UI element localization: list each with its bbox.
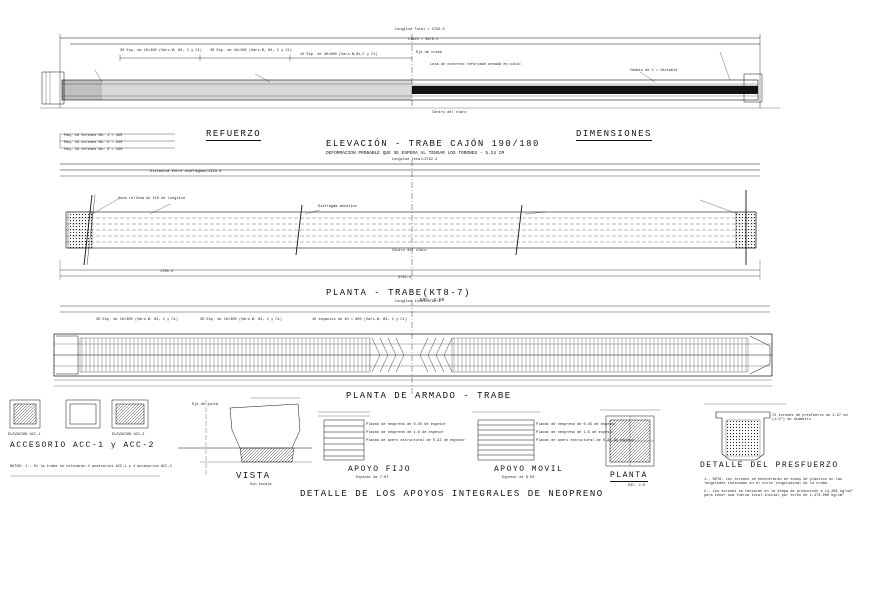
elevation-view — [40, 34, 780, 109]
estribos-note-2: 30 Esp. de 10=300 (Vars.Ø, Ø1, C y C1) — [210, 49, 292, 53]
label-elevacion-acc2: ELEVACIÓN ACC-2 — [112, 433, 145, 437]
placa-neopreno-2: Placas de neopreno de 1.6 de espesor — [366, 431, 444, 435]
refuerzo-table — [59, 133, 175, 149]
title-detalle-presfuerzo: DETALLE DEL PRESFUERZO — [700, 461, 839, 470]
dim-3792-label: 3792.4 — [398, 276, 411, 280]
label-elevacion-acc1: ELEVACIÓN ACC-1 — [8, 433, 41, 437]
eje-junta-label: Eje de junta — [192, 403, 218, 407]
dim-1765-left: 1765.4 — [160, 270, 173, 274]
distancia-diafragmas-label: Distancia entre diafragmas=1223.4 — [150, 170, 222, 174]
planta-detail — [600, 409, 660, 467]
planta-armado-view — [53, 300, 773, 396]
refuerzo-row-3: Paq. 16 torones No. 3 = 240 — [64, 148, 123, 152]
diafragma-metalico-note: Diafragma metálico — [318, 205, 357, 209]
title-vista: VISTA — [236, 471, 271, 481]
subtitle-esc-planta: ESC. 1:50 — [420, 298, 445, 303]
refuerzo-row-1: Paq. 16 torones No. 1 = 440 — [64, 134, 123, 138]
refuerzo-row-2: Paq. 16 torones No. 2 = 340 — [64, 141, 123, 145]
longitud-total-2-label: Longitud total=3792.4 — [392, 158, 438, 162]
title-planta-trabe: PLANTA - TRABE(KT8-7) — [326, 288, 471, 298]
claro-label: Claro = 3670.1 — [408, 38, 439, 42]
title-elevacion: ELEVACIÓN - TRABE CAJÓN 190/180 — [326, 139, 540, 149]
title-detalle-apoyos: DETALLE DE LOS APOYOS INTEGRALES DE NEOP… — [300, 489, 604, 499]
title-accesorio: ACCESORIO ACC-1 y ACC-2 — [10, 441, 155, 450]
placa-neopreno-3: Placas de neopreno de 0.45 de espesor — [536, 423, 616, 427]
zona-rellena-note: Zona rellena de 110 de longitud — [118, 197, 185, 201]
armado-estribos-3: 15 espacios de 40 = 600 (Vars.Ø, Ø1, C y… — [312, 318, 407, 322]
estribos-note-1: 30 Esp. de 10=300 (Vars.Ø, Ø1, C y C1) — [120, 49, 202, 53]
subtitle-deformacion: DEFORMACION PROBABLE QUE SE ESPERA AL TE… — [326, 151, 505, 156]
losa-note: Losa de concreto reforzado armada en sit… — [430, 63, 521, 67]
placa-acero: Placas de acero estructural de 0.32 de e… — [366, 439, 466, 443]
placa-acero-2: Placas de acero estructural de 0.32 de e… — [536, 439, 636, 443]
title-refuerzo: REFUERZO — [206, 129, 262, 141]
planta-trabe-view — [59, 160, 761, 280]
subtitle-vista-escala: Sin escala — [250, 483, 272, 487]
longitud-total-3-label: Longitud total=3792.4 — [395, 300, 441, 304]
title-apoyo-movil: APOYO MOVIL — [494, 465, 564, 474]
presfuerzo-detail — [704, 403, 786, 461]
presfuerzo-nota-2: 2.- Los torones se tensarán en la etapa … — [704, 490, 853, 499]
centro-claro-plan-label: Centro del claro — [392, 249, 427, 253]
apoyo-movil-detail — [472, 411, 540, 461]
longitud-total-label: Longitud Total = 3792.4 — [395, 28, 445, 32]
vista-detail — [178, 397, 312, 476]
centro-claro-note: Centro del claro — [432, 111, 467, 115]
placa-neopreno-1: Placas de neopreno de 0.45 de espesor — [366, 423, 446, 427]
accesorio-notas: NOTAS: 1.- Si la trabe se colocarán 4 ac… — [10, 465, 172, 469]
placa-neopreno-4: Placas de neopreno de 1.6 de espesor — [536, 431, 614, 435]
title-apoyo-fijo: APOYO FIJO — [348, 465, 412, 474]
armado-estribos-2: 30 Esp. de 10=300 (Vars.Ø, Ø1, C y C1) — [200, 318, 282, 322]
cambio-c-note: Cambio de C = Variable — [630, 69, 678, 73]
title-planta-small: PLANTA — [610, 471, 648, 482]
eje-trabe-label: Eje de trabe — [416, 51, 442, 55]
subtitle-planta-small: ESC. 1:5 — [628, 484, 646, 488]
subtitle-apoyo-fijo: Espesor de 7.07 — [356, 476, 389, 480]
estribos-note-3: 15 Esp. de 40=600 (Vars.Ø,Ø1,C y C1) — [300, 53, 378, 57]
presfuerzo-nota-1: 1.- NOTA: Los torones se encontrarán en … — [704, 478, 843, 487]
accesorio-detail — [9, 399, 160, 477]
subtitle-apoyo-movil: Espesor de 8.50 — [502, 476, 535, 480]
torones-note: 72 torones de presfuerzo de 1.27 cm (1/2… — [772, 414, 848, 423]
apoyo-fijo-detail — [318, 411, 370, 461]
armado-estribos-1: 30 Esp. de 10=300 (Vars.Ø, Ø1, C y C1) — [96, 318, 178, 322]
title-planta-armado: PLANTA DE ARMADO - TRABE — [346, 391, 512, 401]
title-dimensiones: DIMENSIONES — [576, 129, 652, 141]
